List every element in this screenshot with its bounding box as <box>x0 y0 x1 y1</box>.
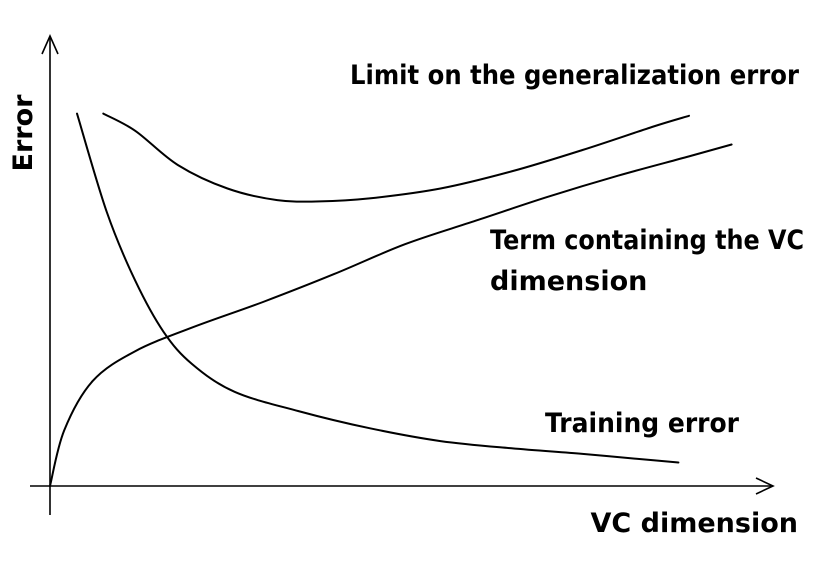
series-label-limit: Limit on the generalization error <box>350 60 800 91</box>
series-label-term: Term containing the VC dimension <box>490 225 813 297</box>
series-label-training: Training error <box>545 408 740 439</box>
series-line-vc-term <box>49 143 733 487</box>
y-axis-label: Error <box>8 94 39 172</box>
series-line-generalization-limit <box>102 112 690 203</box>
y-axis-arrowhead <box>41 34 59 55</box>
x-axis-arrowhead <box>755 477 775 495</box>
series-layer <box>49 112 733 487</box>
series-label-term-line-1: Term containing the VC <box>490 225 804 256</box>
series-label-term-line-2: dimension <box>490 266 647 297</box>
axes <box>30 34 775 515</box>
x-axis-label: VC dimension <box>591 508 798 539</box>
series-line-training-error <box>76 112 680 464</box>
